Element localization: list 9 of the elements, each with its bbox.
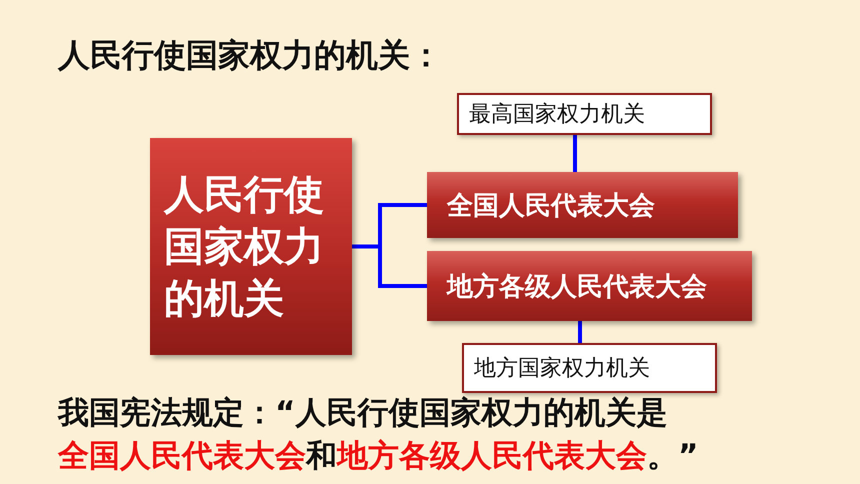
process-box: 人民行使国家权力的机关 — [150, 138, 352, 355]
connector-line — [573, 135, 577, 172]
note-box: 最高国家权力机关 — [457, 93, 712, 135]
connector-line — [578, 321, 582, 343]
process-box: 地方各级人民代表大会 — [427, 251, 752, 321]
title: 人民行使国家权力的机关： — [58, 35, 442, 76]
process-box: 全国人民代表大会 — [427, 172, 738, 238]
note-text: 我国宪法规定：“人民行使国家权力的机关是 全国人民代表大会和地方各级人民代表大会。” — [58, 394, 700, 476]
note-box: 地方国家权力机关 — [462, 343, 717, 393]
